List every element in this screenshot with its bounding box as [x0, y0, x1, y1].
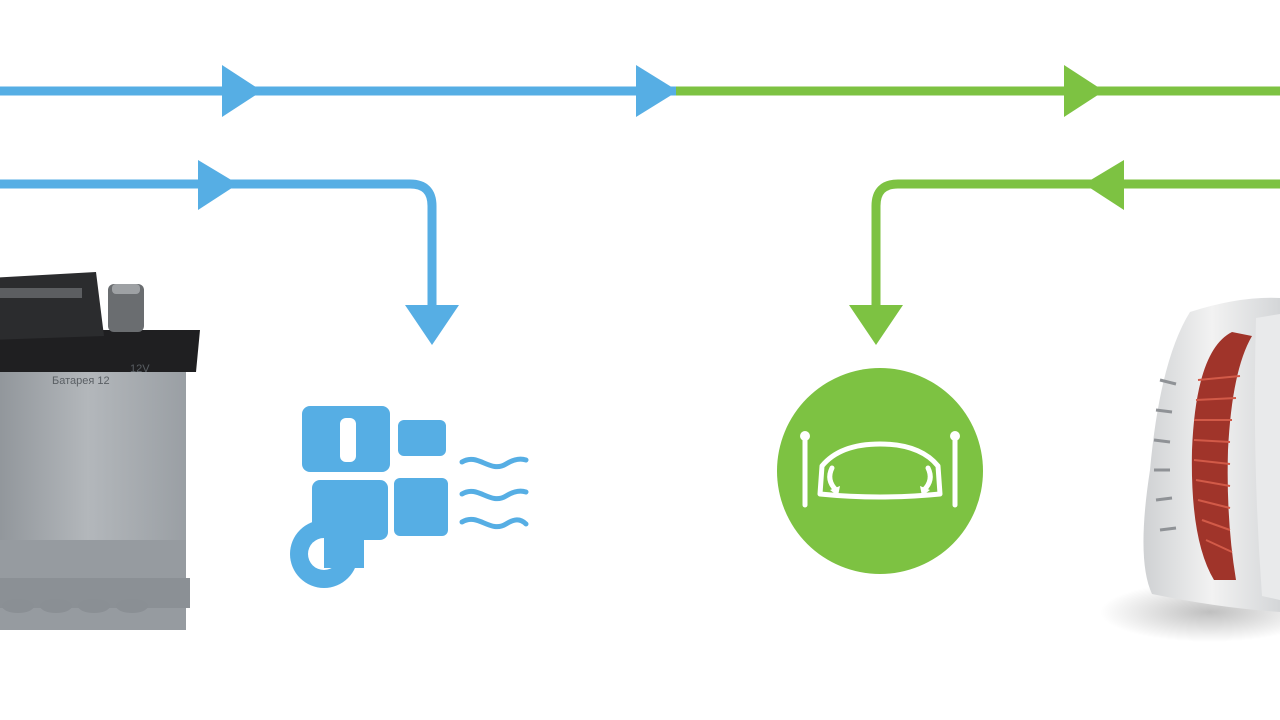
- blue-flow-to-consumer: [0, 160, 459, 345]
- arrowhead-right: [222, 65, 262, 117]
- alternator-image: [1100, 297, 1280, 642]
- engine-consumer-icon: [290, 406, 529, 588]
- arrowhead-right: [1064, 65, 1104, 117]
- arrowhead-right: [198, 160, 238, 210]
- top-blue-flow-line: [0, 65, 678, 117]
- arrowhead-left: [1084, 160, 1124, 210]
- top-green-flow-line: [676, 65, 1280, 117]
- arrowhead-down: [849, 305, 903, 345]
- battery-label-left: Батарея 12: [52, 375, 110, 387]
- battery-label-right: 12V: [130, 363, 150, 375]
- car-lift-icon: [777, 368, 983, 574]
- arrowhead-right: [636, 65, 678, 117]
- green-flow-to-vehicle: [849, 160, 1280, 345]
- arrowhead-down: [405, 305, 459, 345]
- car-battery-image: Батарея 12 12V: [0, 272, 200, 630]
